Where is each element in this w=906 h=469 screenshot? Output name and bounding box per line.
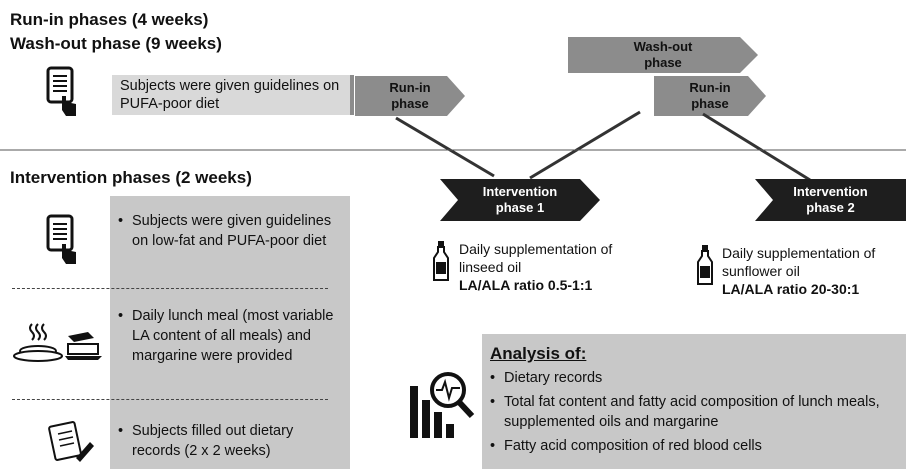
supplement-2-ratio: LA/ALA ratio 20-30:1 (722, 281, 860, 297)
intervention-item-1-text: Subjects were given guidelines on low-fa… (118, 211, 340, 251)
document-hand-icon (44, 212, 84, 268)
washout-phase-label: Wash-out phase (633, 39, 693, 70)
analysis-item-3: Fatty acid composition of red blood cell… (490, 436, 890, 456)
runin-title: Run-in phases (4 weeks) (10, 10, 209, 29)
supplement-2: Daily supplementation of sunflower oil L… (722, 244, 906, 298)
runin-phase-arrow-1: Run-in phase (355, 76, 465, 116)
bottle-icon (432, 240, 450, 282)
washout-phase-arrow: Wash-out phase (568, 37, 758, 73)
divider-1 (12, 288, 328, 289)
document-hand-icon (44, 64, 84, 120)
runin-phase-label-1: Run-in phase (389, 80, 431, 111)
intervention-item-2: Daily lunch meal (most variable LA conte… (118, 306, 340, 366)
supplement-1-ratio: LA/ALA ratio 0.5-1:1 (459, 277, 593, 293)
runin-phase-arrow-2: Run-in phase (654, 76, 766, 116)
intervention-item-1: Subjects were given guidelines on low-fa… (118, 211, 340, 251)
clipboard-pen-icon (46, 418, 96, 464)
supplement-1-text: Daily supplementation of linseed oil (459, 241, 613, 275)
meal-icon (10, 318, 105, 366)
analysis-title: Analysis of: (490, 344, 587, 363)
washout-title: Wash-out phase (9 weeks) (10, 34, 222, 53)
runin-phase-label-2: Run-in phase (689, 80, 731, 111)
runin-guideline-box: Subjects were given guidelines on PUFA-p… (112, 75, 354, 115)
intervention-phase-label-1: Intervention phase 1 (482, 184, 558, 215)
intervention-phase-arrow-1: Intervention phase 1 (440, 179, 600, 221)
supplement-2-text: Daily supplementation of sunflower oil (722, 245, 876, 279)
analysis-item-1: Dietary records (490, 368, 890, 388)
analysis-list: Dietary records Total fat content and fa… (490, 368, 890, 456)
analysis-item-2: Total fat content and fatty acid composi… (490, 392, 890, 432)
intervention-title: Intervention phases (2 weeks) (10, 168, 252, 187)
supplement-1: Daily supplementation of linseed oil LA/… (459, 240, 644, 294)
divider-2 (12, 399, 328, 400)
intervention-phase-arrow-2: Intervention phase 2 (755, 179, 906, 221)
runin-guideline-text: Subjects were given guidelines on PUFA-p… (120, 78, 340, 112)
bottle-icon (696, 244, 714, 286)
chart-magnifier-icon (406, 366, 478, 440)
intervention-item-3-text: Subjects filled out dietary records (2 x… (118, 421, 340, 461)
intervention-phase-label-2: Intervention phase 2 (793, 184, 868, 215)
analysis-box: Analysis of: Dietary records Total fat c… (482, 334, 906, 469)
intervention-item-3: Subjects filled out dietary records (2 x… (118, 421, 340, 461)
intervention-item-2-text: Daily lunch meal (most variable LA conte… (118, 306, 340, 366)
